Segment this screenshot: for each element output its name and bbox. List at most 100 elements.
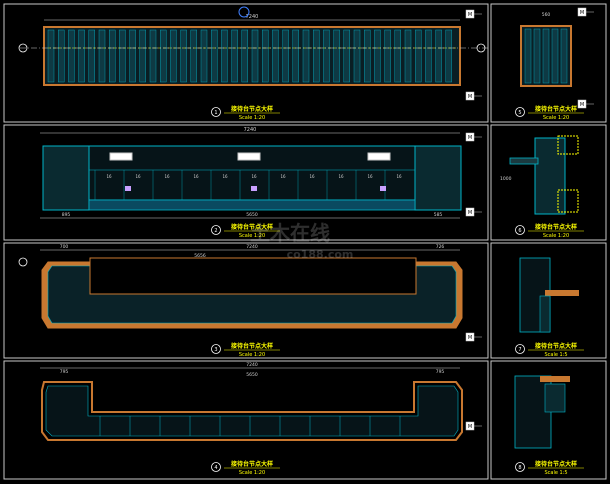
segment-dim: 16 (280, 174, 286, 179)
segment-dim: 16 (135, 174, 141, 179)
segment-dim: 16 (251, 174, 257, 179)
panel-title: 接待台节点大样 (230, 342, 273, 350)
segment-dim: 16 (106, 174, 112, 179)
top-view-3: 7240 700 5656 726 (18, 244, 463, 329)
dim-top-left: 700 (60, 244, 69, 250)
plan-slat (119, 29, 126, 83)
frame-panel-1 (3, 3, 489, 123)
plan-slat (313, 29, 320, 83)
panel-number-circle (211, 462, 221, 472)
plan-slat (262, 29, 269, 83)
dim-bottom-right: 795 (436, 369, 445, 375)
panel-number-circle (515, 344, 525, 354)
counter-u-inner (45, 385, 459, 437)
section-marker-right (476, 43, 486, 53)
frame-panel-2 (3, 124, 489, 241)
panel-title: 接待台节点大样 (230, 460, 273, 468)
dim-front-mid: 5650 (246, 212, 258, 218)
dim-bottom-total: 7240 (246, 362, 258, 368)
base-plinth (88, 199, 416, 211)
plan-slat (210, 29, 218, 83)
section6-callout-bottom (557, 189, 579, 213)
dim-top-mid: 5656 (194, 253, 206, 259)
panel-title: 接待台节点大样 (534, 460, 577, 468)
panel-number-circle (211, 107, 221, 117)
plan-slat (221, 29, 228, 83)
plan-slat (415, 29, 422, 83)
dim-plan-total: 7240 (246, 14, 259, 20)
segment-dim: 16 (309, 174, 315, 179)
plan-slat (159, 29, 167, 83)
section5-slat (524, 28, 532, 84)
panel-number-circle (515, 107, 525, 117)
watermark: 土木在线 co188.com (250, 221, 353, 261)
panel-number-circle (211, 344, 221, 354)
logo-panel-right (367, 152, 391, 161)
panel-scale: Scale 1:5 (544, 470, 567, 476)
plan-slat (139, 29, 147, 83)
plan-slat (333, 29, 340, 83)
plan-slat (180, 29, 187, 83)
section-marker-top (238, 6, 250, 18)
plan-slat (282, 29, 289, 83)
panel-frames (3, 3, 607, 480)
recess-top (89, 257, 417, 295)
plan-slat (108, 29, 116, 83)
panel-number: 7 (518, 347, 521, 353)
frame-panel-7 (490, 242, 607, 359)
material-tag-label: M (468, 424, 472, 430)
dim-front-right: 585 (434, 212, 443, 218)
plan-slat (200, 29, 208, 83)
plan-slat (353, 29, 361, 83)
section5-slat (551, 28, 559, 84)
plan-slat (251, 29, 259, 83)
section-8 (514, 375, 570, 449)
panel-scale: Scale 1:20 (239, 352, 265, 358)
segment-dim: 16 (193, 174, 199, 179)
panel-title: 接待台节点大样 (230, 105, 273, 113)
segment-dim: 16 (222, 174, 228, 179)
plan-slat (68, 29, 75, 83)
panel-number-circle (515, 462, 525, 472)
section7-leg (539, 295, 551, 333)
panel-title: 接待台节点大样 (534, 105, 577, 113)
panel-title: 接待台节点大样 (534, 223, 577, 231)
section8-insert (544, 383, 566, 413)
section6-body (534, 137, 566, 215)
panel-scale: Scale 1:20 (543, 115, 569, 121)
plan-slat (47, 29, 55, 83)
material-tag-label: M (468, 135, 472, 141)
segment-dim: 16 (164, 174, 170, 179)
right-pillar (414, 145, 462, 211)
plan-view-1: 7240 (18, 6, 488, 86)
plan-slat (88, 29, 96, 83)
panel-scale: Scale 1:20 (239, 115, 265, 121)
dim-side-width: 560 (542, 12, 551, 18)
panel-title: 接待台节点大样 (534, 342, 577, 350)
section5-slats (524, 28, 568, 84)
plan-slat (374, 29, 381, 83)
dim-bottom-mid: 5650 (246, 372, 258, 378)
plan-slat (58, 29, 65, 83)
plan-slat (98, 29, 106, 83)
material-tag-label: M (468, 94, 472, 100)
segment-dim: 16 (338, 174, 344, 179)
left-pillar (42, 145, 90, 211)
plan-slat (364, 29, 371, 83)
front-fixture (380, 186, 386, 191)
dim-front-left: 895 (62, 212, 71, 218)
plan-slat (404, 29, 412, 83)
panel-number: 1 (214, 110, 217, 116)
plan-slat (302, 29, 310, 83)
panel-number: 2 (214, 228, 217, 234)
bottom-ribs (99, 416, 401, 436)
material-tag-label: M (580, 10, 584, 16)
watermark-cn: 土木在线 (250, 221, 330, 245)
segment-dim: 16 (367, 174, 373, 179)
section5-slat (542, 28, 550, 84)
front-fixture (251, 186, 257, 191)
section5-slat (560, 28, 568, 84)
